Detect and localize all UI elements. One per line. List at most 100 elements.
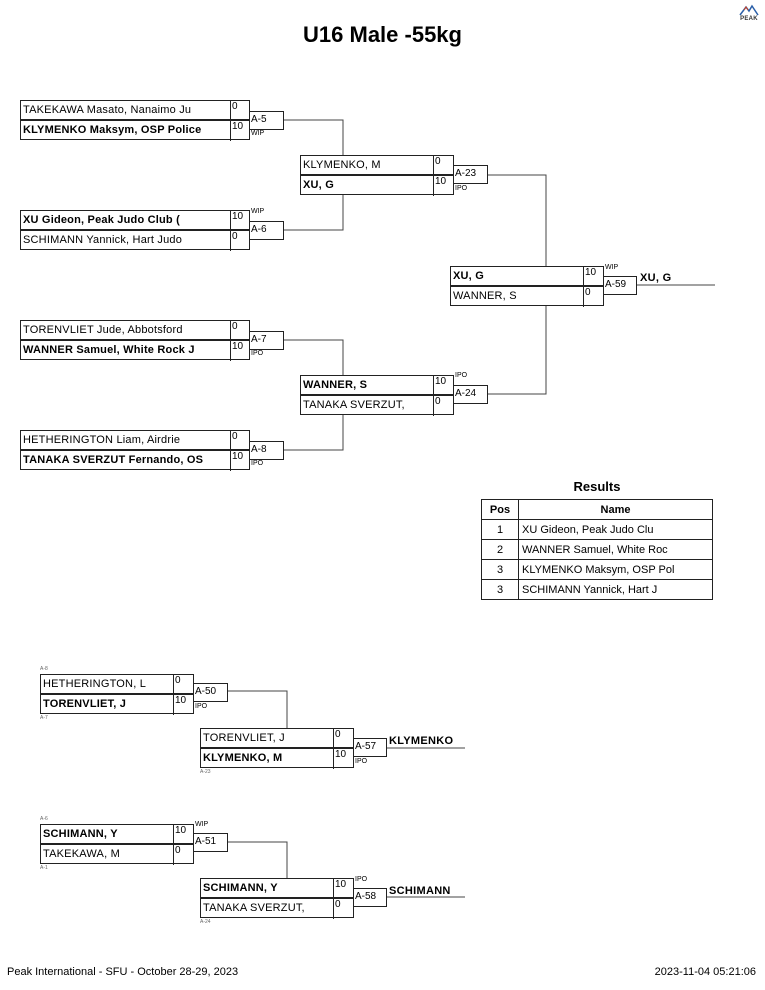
competitor-score: 10 [230,121,250,141]
competitor-name: TAKEKAWA, M [43,848,120,860]
competitor-slot[interactable]: SCHIMANN Yannick, Hart Judo 0 [20,230,250,251]
competitor-score: 10 [333,749,354,769]
footer-timestamp: 2023-11-04 05:21:06 [654,966,756,978]
match-number[interactable]: A-50 [193,683,228,702]
bronze-winner: KLYMENKO [389,735,454,747]
result-type: WIP [251,208,265,215]
results-title: Results [573,479,621,494]
result-type: IPO [251,460,264,467]
competitor-slot[interactable]: TANAKA SVERZUT, 0 [300,395,454,416]
logo-text: PEAK [740,16,758,22]
table-row: 1 XU Gideon, Peak Judo Clu [481,519,713,540]
result-type: WIP [605,264,619,271]
competitor-slot[interactable]: TAKEKAWA Masato, Nanaimo Ju 0 [20,100,250,121]
competitor-slot[interactable]: KLYMENKO Maksym, OSP Police 10 [20,120,250,141]
match-number[interactable]: A-58 [353,888,387,907]
competitor-score: 10 [230,211,250,231]
source-match-label: A-7 [40,715,48,721]
source-match-label: A-8 [40,666,48,672]
competitor-slot[interactable]: HETHERINGTON Liam, Airdrie 0 [20,430,250,451]
match-number[interactable]: A-57 [353,738,387,757]
table-header-row: Pos Name [481,499,713,520]
result-type: IPO [455,372,468,379]
match-number[interactable]: A-6 [249,221,284,240]
competitor-slot[interactable]: WANNER, S 10 [300,375,454,396]
competitor-score: 0 [433,156,454,176]
name-cell: XU Gideon, Peak Judo Clu [518,519,713,540]
results-table: Pos Name 1 XU Gideon, Peak Judo Clu 2 WA… [481,499,713,600]
competitor-slot[interactable]: TANAKA SVERZUT Fernando, OS 10 [20,450,250,471]
competitor-slot[interactable]: HETHERINGTON, L 0 [40,674,194,695]
match-number[interactable]: A-24 [453,385,488,404]
competitor-name: TAKEKAWA Masato, Nanaimo Ju [23,104,192,116]
column-header: Name [518,499,713,520]
competitor-name: TANAKA SVERZUT, [203,902,305,914]
competitor-name: WANNER Samuel, White Rock J [23,344,195,356]
competitor-slot[interactable]: TORENVLIET, J 10 [40,694,194,715]
column-header: Pos [481,499,519,520]
competitor-score: 0 [333,899,354,919]
result-type: WIP [251,130,265,137]
competitor-score: 10 [173,695,194,715]
match-number[interactable]: A-7 [249,331,284,350]
competitor-name: XU, G [303,179,334,191]
competitor-name: SCHIMANN, Y [43,828,118,840]
result-type: IPO [355,758,368,765]
competitor-score: 0 [433,396,454,416]
table-row: 2 WANNER Samuel, White Roc [481,539,713,560]
source-match-label: A-1 [40,865,48,871]
competitor-name: HETHERINGTON Liam, Airdrie [23,434,181,446]
competitor-name: TORENVLIET, J [203,732,285,744]
competitor-name: WANNER, S [303,379,368,391]
name-cell: SCHIMANN Yannick, Hart J [518,579,713,600]
competitor-score: 0 [230,101,250,121]
competitor-slot[interactable]: TANAKA SVERZUT, 0 [200,898,354,919]
result-type: IPO [355,876,368,883]
footer-event: Peak International - SFU - October 28-29… [7,966,239,978]
competitor-name: KLYMENKO, M [303,159,381,171]
position-cell: 1 [481,519,519,540]
competitor-name: TANAKA SVERZUT, [303,399,405,411]
match-number[interactable]: A-51 [193,833,228,852]
competitor-score: 0 [230,321,250,341]
competitor-score: 10 [333,879,354,899]
match-number[interactable]: A-5 [249,111,284,130]
match-number[interactable]: A-8 [249,441,284,460]
competitor-slot[interactable]: SCHIMANN, Y 10 [200,878,354,899]
table-row: 3 KLYMENKO Maksym, OSP Pol [481,559,713,580]
name-cell: KLYMENKO Maksym, OSP Pol [518,559,713,580]
competitor-slot[interactable]: WANNER, S 0 [450,286,604,307]
competitor-slot[interactable]: XU, G 10 [450,266,604,287]
page-title: U16 Male -55kg [303,22,462,47]
competitor-slot[interactable]: WANNER Samuel, White Rock J 10 [20,340,250,361]
competitor-slot[interactable]: TORENVLIET Jude, Abbotsford 0 [20,320,250,341]
competitor-score: 10 [230,341,250,361]
tournament-winner: XU, G [640,272,672,284]
competitor-name: KLYMENKO, M [203,752,283,764]
match-number[interactable]: A-23 [453,165,488,184]
competitor-name: HETHERINGTON, L [43,678,147,690]
source-match-label: A-24 [200,919,211,925]
competitor-slot[interactable]: TORENVLIET, J 0 [200,728,354,749]
competitor-slot[interactable]: SCHIMANN, Y 10 [40,824,194,845]
competitor-slot[interactable]: TAKEKAWA, M 0 [40,844,194,865]
competitor-score: 0 [583,287,604,307]
position-cell: 2 [481,539,519,560]
competitor-score: 10 [583,267,604,287]
competitor-score: 0 [230,431,250,451]
result-type: WIP [195,821,209,828]
competitor-name: WANNER, S [453,290,517,302]
result-type: IPO [195,703,208,710]
competitor-slot[interactable]: KLYMENKO, M 10 [200,748,354,769]
competitor-slot[interactable]: XU, G 10 [300,175,454,196]
result-type: IPO [251,350,264,357]
competitor-score: 10 [230,451,250,471]
match-number[interactable]: A-59 [603,276,637,295]
competitor-slot[interactable]: KLYMENKO, M 0 [300,155,454,176]
competitor-name: TORENVLIET Jude, Abbotsford [23,324,183,336]
competitor-slot[interactable]: XU Gideon, Peak Judo Club ( 10 [20,210,250,231]
position-cell: 3 [481,559,519,580]
peak-logo: PEAK [737,3,761,25]
competitor-name: KLYMENKO Maksym, OSP Police [23,124,202,136]
